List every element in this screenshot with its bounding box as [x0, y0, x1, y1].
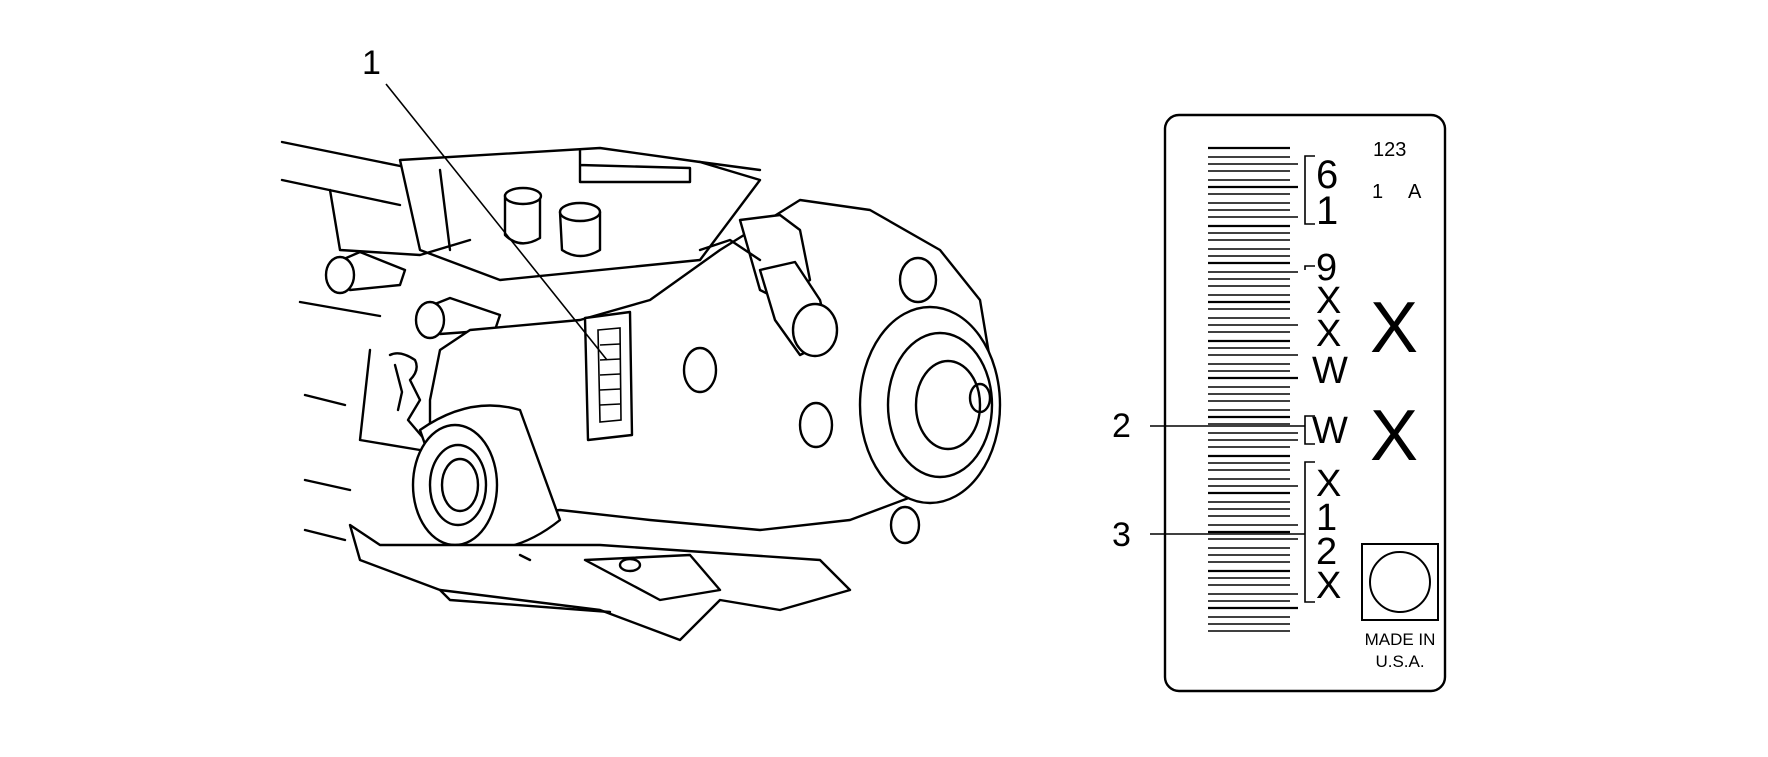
big-x-upper: X	[1370, 288, 1418, 368]
code-char-x-a: X	[1316, 280, 1341, 322]
big-x-lower: X	[1370, 396, 1418, 476]
code-a-small: A	[1408, 181, 1422, 203]
barcode	[1208, 146, 1298, 632]
code-char-x-c: X	[1316, 463, 1341, 505]
code-char-w-b: W	[1312, 410, 1348, 452]
bracket-w	[1304, 415, 1315, 445]
leader-line-1	[385, 83, 608, 361]
made-in-circle	[1369, 551, 1431, 613]
code-char-6: 6	[1316, 153, 1338, 197]
code-char-w-a: W	[1312, 350, 1348, 392]
code-char-x-d: X	[1316, 565, 1341, 607]
code-char-2: 2	[1316, 531, 1337, 573]
code-char-1b: 1	[1316, 497, 1337, 539]
code-char-1: 1	[1316, 189, 1338, 233]
callout-3: 3	[1112, 516, 1131, 554]
code-1-small: 1	[1372, 181, 1383, 203]
bracket-top	[1304, 155, 1315, 225]
made-in-text: MADE IN	[1365, 630, 1436, 649]
callout-2: 2	[1112, 407, 1131, 445]
callout-1: 1	[362, 44, 381, 82]
transmission-illustration	[280, 140, 1002, 642]
usa-text: U.S.A.	[1375, 652, 1424, 671]
code-char-x-b: X	[1316, 313, 1341, 355]
identification-label: 6 1 9 X X W W X 1 2 X 123 1 A X X MADE I…	[1163, 113, 1447, 693]
code-123: 123	[1373, 139, 1406, 161]
bracket-9	[1304, 265, 1315, 270]
bracket-bottom	[1304, 461, 1315, 603]
code-char-9: 9	[1316, 247, 1337, 289]
